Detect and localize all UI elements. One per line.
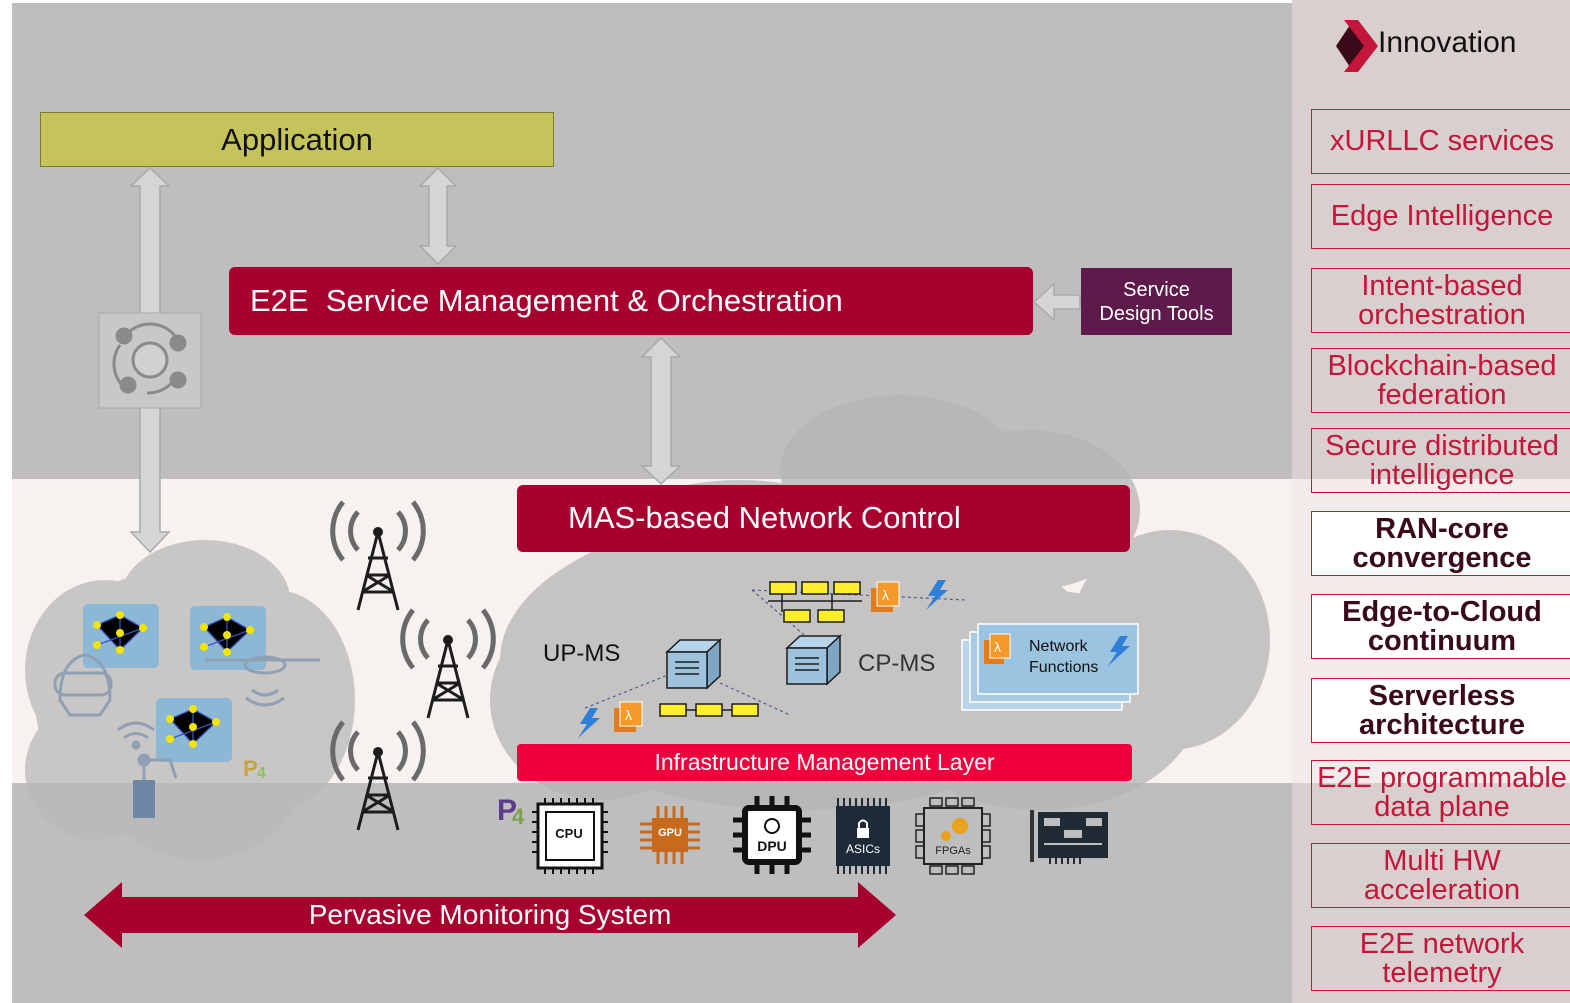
orchestration-label: E2E Service Management & Orchestration bbox=[250, 283, 843, 318]
innovation-item-label: orchestration bbox=[1358, 298, 1526, 331]
monitoring-arrow bbox=[84, 882, 896, 948]
application-label: Application bbox=[221, 122, 373, 157]
network-functions-label: Network Functions bbox=[1029, 637, 1098, 679]
service-design-tools-box: Service Design Tools bbox=[1081, 268, 1232, 335]
innovation-item: E2E programmable data plane bbox=[1311, 760, 1570, 825]
service-design-line1: Service bbox=[1123, 278, 1190, 301]
innovation-item-label: continuum bbox=[1367, 624, 1517, 657]
lightning-icons bbox=[578, 580, 948, 738]
gpu-label: GPU bbox=[658, 827, 682, 839]
svg-text:4: 4 bbox=[512, 804, 525, 829]
dpu-icon bbox=[733, 796, 811, 874]
innovation-item: Intent-based orchestration bbox=[1311, 268, 1570, 333]
innovation-item: Edge Intelligence bbox=[1311, 184, 1570, 249]
innovation-item-label: Intent-based bbox=[1361, 270, 1523, 303]
asics-icon bbox=[836, 798, 890, 874]
cognitive-loop-icon bbox=[112, 322, 187, 395]
innovation-item-label: Multi HW bbox=[1383, 845, 1501, 878]
innovation-item-label: data plane bbox=[1374, 790, 1510, 823]
innovation-item-label: Serverless bbox=[1368, 680, 1516, 713]
innovation-item-label: Edge Intelligence bbox=[1330, 200, 1554, 233]
innovation-item-label: acceleration bbox=[1363, 873, 1521, 906]
network-functions-line1: Network bbox=[1029, 638, 1088, 655]
innovation-item-label: telemetry bbox=[1382, 956, 1502, 989]
innovation-logo-icon bbox=[1336, 20, 1378, 72]
innovation-item-label: RAN-core bbox=[1375, 513, 1509, 546]
cpu-icon bbox=[532, 798, 608, 874]
innovation-item: Serverless architecture bbox=[1311, 678, 1570, 743]
fpgas-label: FPGAs bbox=[935, 845, 971, 857]
innovation-item: Edge-to-Cloud continuum bbox=[1311, 594, 1570, 659]
svg-text:P: P bbox=[243, 756, 258, 781]
innovation-item-label: Edge-to-Cloud bbox=[1342, 596, 1542, 629]
service-design-line2: Design Tools bbox=[1099, 302, 1214, 325]
application-box: Application bbox=[40, 112, 554, 167]
fpgas-icon bbox=[915, 797, 991, 875]
dpu-label: DPU bbox=[757, 838, 787, 854]
nf-lambda-icon: λ bbox=[984, 633, 1011, 664]
nf-lightning-icon bbox=[1108, 636, 1130, 666]
nic-card-icon bbox=[1030, 810, 1108, 864]
svg-text:λ: λ bbox=[882, 587, 889, 603]
cpu-label: CPU bbox=[555, 826, 583, 841]
monitoring-label: Pervasive Monitoring System bbox=[308, 899, 672, 930]
innovation-item: xURLLC services bbox=[1311, 109, 1570, 174]
svg-text:λ: λ bbox=[625, 707, 632, 723]
innovation-item: Multi HW acceleration bbox=[1311, 843, 1570, 908]
infrastructure-label: Infrastructure Management Layer bbox=[654, 749, 995, 775]
p4-small-icon: P 4 bbox=[243, 756, 266, 782]
innovation-item: RAN-core convergence bbox=[1311, 511, 1570, 576]
svg-text:4: 4 bbox=[257, 765, 266, 782]
cp-ms-label: CP-MS bbox=[858, 650, 936, 677]
gpu-icon bbox=[640, 806, 700, 864]
svg-text:λ: λ bbox=[994, 639, 1001, 655]
lambda-icons: λ λ bbox=[614, 581, 900, 732]
innovation-item-label: E2E network bbox=[1359, 928, 1525, 961]
innovation-item-label: xURLLC services bbox=[1330, 125, 1554, 158]
orchestration-bar bbox=[229, 267, 1033, 335]
innovation-item-label: E2E programmable bbox=[1317, 762, 1567, 795]
drone-icon bbox=[205, 655, 320, 707]
innovation-item: Blockchain-based federation bbox=[1311, 348, 1570, 413]
innovation-item-label: intelligence bbox=[1369, 458, 1515, 491]
infrastructure-bar: Infrastructure Management Layer bbox=[517, 744, 1132, 781]
innovation-item-label: Secure distributed bbox=[1325, 430, 1559, 463]
innovation-item-label: convergence bbox=[1352, 541, 1532, 574]
ai-tiles bbox=[83, 604, 266, 762]
p4-icon: P 4 bbox=[497, 794, 525, 829]
svg-text:P: P bbox=[497, 794, 517, 827]
cp-function-chain bbox=[768, 581, 862, 623]
mas-control-label: MAS-based Network Control bbox=[568, 500, 961, 535]
innovation-item: E2E network telemetry bbox=[1311, 926, 1570, 991]
innovation-item: Secure distributed intelligence bbox=[1311, 428, 1570, 493]
mas-control-bar bbox=[517, 485, 1130, 552]
up-ms-label: UP-MS bbox=[543, 640, 621, 667]
cp-ms-server-icon bbox=[785, 634, 842, 686]
wifi-robot-icon bbox=[117, 721, 178, 818]
vr-headset-icon bbox=[53, 653, 113, 717]
up-ms-server-icon bbox=[665, 638, 722, 690]
innovation-item-label: federation bbox=[1377, 378, 1507, 411]
microservice-links bbox=[584, 589, 967, 716]
network-functions-line2: Functions bbox=[1029, 658, 1099, 676]
innovation-item-label: Blockchain-based bbox=[1327, 350, 1557, 383]
cell-tower-icons bbox=[330, 500, 496, 831]
up-function-chain bbox=[659, 703, 759, 717]
innovation-item-label: architecture bbox=[1358, 708, 1525, 741]
innovation-title: Innovation bbox=[1378, 26, 1517, 59]
asics-label: ASICs bbox=[845, 842, 880, 856]
